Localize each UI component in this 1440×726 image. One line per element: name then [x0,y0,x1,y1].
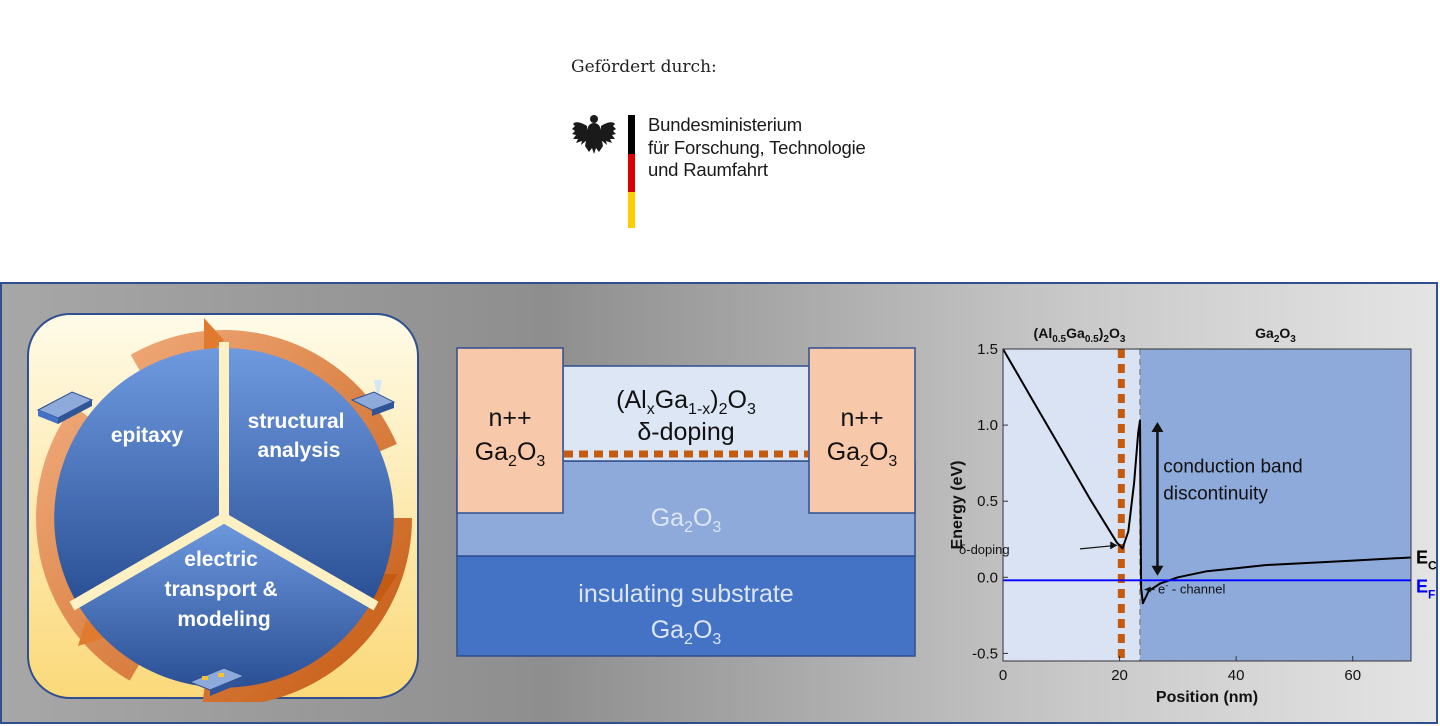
channel-arrowhead [1144,586,1151,593]
x-tick-label: 0 [999,667,1007,684]
ministry-line-1: Bundesministerium [648,114,802,135]
ministry-line-2: für Forschung, Technologie [648,136,866,158]
ec-label: EC [1416,548,1437,573]
funding-label: Gefördert durch: [571,57,717,77]
ec-sub: C [1428,559,1437,573]
substrate-label: insulating substrate [578,580,793,608]
channel-annotation: e- - channel [1158,580,1225,596]
right-contact [808,347,916,514]
region-label-part: (Al [1034,325,1053,341]
discontinuity-arrowhead-top [1151,422,1164,433]
region-label-sub: 3 [1120,334,1126,345]
y-tick-label: 0.5 [977,493,998,510]
region-label-part: O [1279,325,1290,341]
chart-regions [1003,349,1411,661]
x-axis-label: Position (nm) [1156,689,1258,706]
channel-rest: - channel [1168,581,1225,596]
barrier-layer [562,365,810,462]
left-contact [456,347,564,514]
region-label-sub: 2 [1103,334,1109,345]
region-label-part: Ga [1066,325,1085,341]
cycle-label-structural: structural analysis [248,410,351,462]
research-overview-panel: epitaxy structural analysis electric tra… [0,282,1438,724]
microscope-probe-icon [350,380,396,416]
chart-series [1002,348,1412,605]
right-contact-material: Ga2O3 [827,438,898,470]
y-tick-label: 1.0 [977,417,998,434]
plot-frame [1002,348,1412,662]
ef-label: EF [1416,576,1435,601]
region-label-part: O [1109,325,1120,341]
discontinuity-annotation-line2: discontinuity [1163,484,1268,505]
delta-doping-arrowhead [1110,541,1118,550]
x-tick-label: 60 [1344,667,1361,684]
region-label-sub: 0.5 [1085,334,1099,345]
wafer-icon [36,391,94,424]
device-chip-icon [188,667,246,696]
cycle-label-transport: electric transport & modeling [164,548,283,631]
discontinuity-arrowhead-bottom [1151,565,1164,576]
ef-main: E [1416,576,1428,596]
chart-annotations: δ-doping conduction band discontinuity e- -… [959,422,1437,601]
channel-e: e [1158,581,1165,596]
discontinuity-annotation-line1: conduction band [1163,456,1302,477]
channel-sup: - [1165,580,1168,590]
federal-eagle-icon [572,115,616,154]
substrate-material: Ga2O3 [651,616,722,648]
region-label-sub: 0.5 [1052,334,1066,345]
cycle-arrowhead-left [78,620,110,646]
research-cycle-diagram: epitaxy structural analysis electric tra… [27,313,419,702]
y-tick-label: -0.5 [972,645,998,662]
cycle-segment-transport [77,518,371,688]
ec-main: E [1416,548,1428,568]
y-axis-label: Energy (eV) [949,461,966,550]
ef-sub: F [1428,587,1435,601]
chart-region-label-1: Ga2O3 [1255,325,1296,345]
region-label-part: ) [1099,325,1104,341]
flag-stripe-black [628,115,635,154]
y-tick-label: 0.0 [977,569,998,586]
ministry-line-3: und Raumfahrt [648,159,768,180]
region-label-sub: 3 [1290,334,1296,345]
channel-label: Ga2O3 [651,504,722,536]
flag-stripe-red [628,154,635,192]
region-label-sub: 2 [1274,334,1280,345]
left-contact-label: n++ [488,404,531,432]
region-label-part: Ga [1255,325,1274,341]
series-line-e-c [1002,348,1412,605]
chart-region-label-0: (Al0.5Ga0.5)2O3 [1034,325,1126,345]
x-tick-label: 20 [1111,667,1128,684]
delta-doping-annotation: δ-doping [959,542,1010,557]
chart-region-0 [1003,349,1140,661]
device-layer-structure: n++ Ga2O3 n++ Ga2O3 (AlxGa1-x)2O3 δ-dopi… [456,347,916,657]
right-contact-label: n++ [840,404,883,432]
cycle-label-epitaxy: epitaxy [111,424,184,447]
barrier-label: (AlxGa1-x)2O3 [616,386,756,418]
ministry-logo [572,115,635,228]
chart-ticks: 0 20 40 60 1.5 1.0 0.5 0.0 -0.5 [972,341,1361,684]
chart-region-1 [1139,349,1411,661]
delta-doping-label: δ-doping [637,418,734,446]
ministry-name: Bundesministerium für Forschung, Technol… [648,114,866,182]
y-tick-label: 1.5 [977,341,998,358]
substrate-layer [456,555,916,657]
flag-stripe-gold [628,192,635,228]
x-tick-label: 40 [1228,667,1245,684]
left-contact-material: Ga2O3 [475,438,546,470]
